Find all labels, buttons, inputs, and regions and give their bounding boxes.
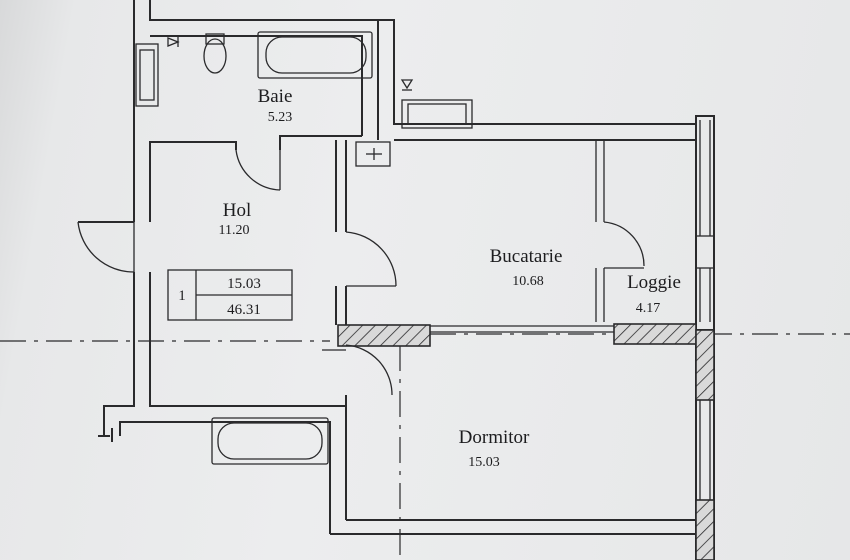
room-area: 15.03	[468, 455, 500, 470]
structural-walls	[337, 323, 715, 560]
bathroom-radiator	[135, 43, 159, 107]
room-area: 11.20	[219, 223, 250, 238]
bathtub-top	[257, 31, 373, 79]
axis-lines	[0, 333, 850, 560]
room-area: 4.17	[636, 301, 661, 316]
sink	[355, 141, 391, 167]
room-label-dormitor: Dormitor 15.03	[459, 427, 530, 470]
living-area-value: 15.03	[227, 276, 261, 292]
doors	[77, 149, 645, 396]
room-label-bucatarie: Bucatarie 10.68	[490, 246, 563, 289]
room-area: 5.23	[268, 110, 293, 125]
bathtub-bottom	[211, 417, 329, 465]
room-name: Hol	[223, 200, 252, 221]
room-name: Baie	[258, 86, 293, 107]
room-name: Loggie	[627, 272, 681, 293]
area-summary-table: 1 15.03 46.31	[167, 269, 293, 321]
room-label-hol: Hol 11.20	[219, 200, 252, 238]
room-label-loggie: Loggie 4.17	[627, 272, 681, 316]
kitchen-radiator	[400, 79, 473, 129]
apartment-number: 1	[178, 288, 186, 304]
toilet	[203, 33, 227, 74]
room-name: Dormitor	[459, 427, 530, 448]
total-area-value: 46.31	[227, 302, 261, 318]
room-area: 10.68	[512, 274, 544, 289]
valve-symbol	[167, 37, 180, 47]
room-label-baie: Baie 5.23	[258, 86, 293, 125]
room-name: Bucatarie	[490, 246, 563, 267]
